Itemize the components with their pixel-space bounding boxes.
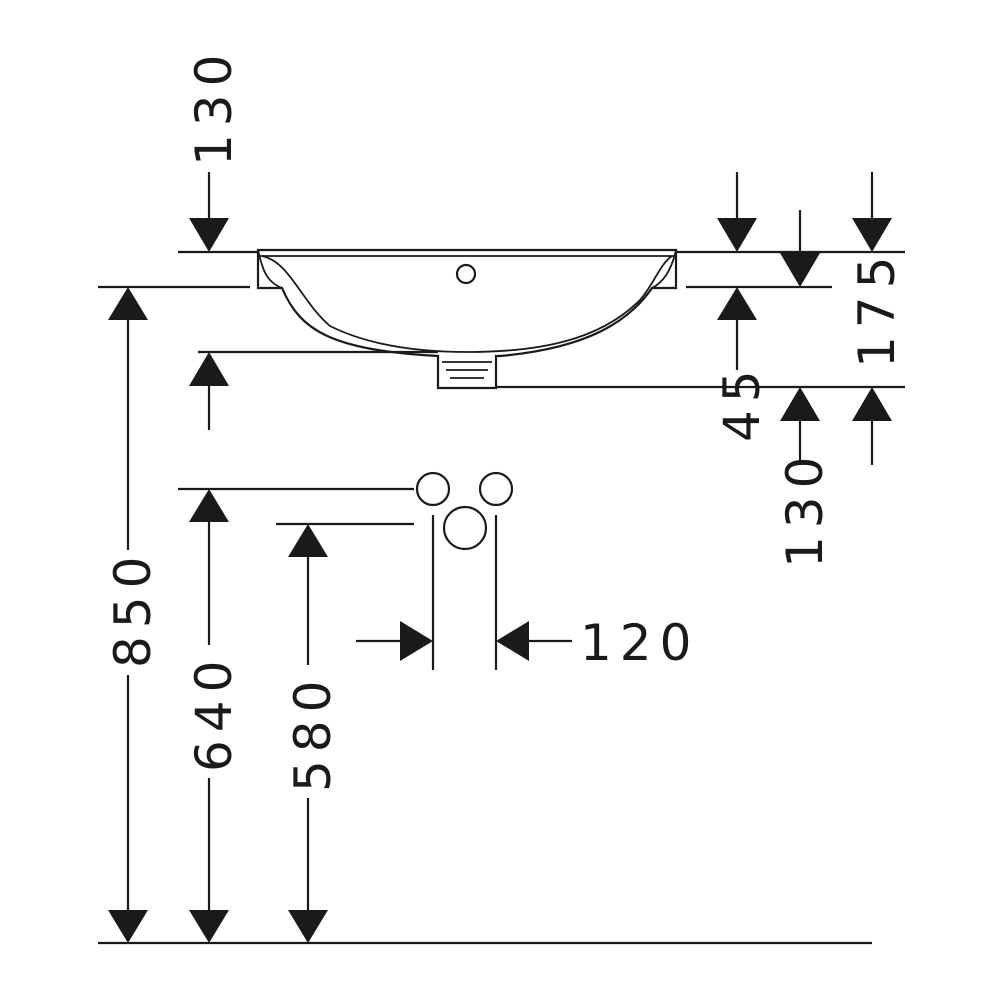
dim-640-arrow-bottom [189, 910, 229, 943]
dim-640-label: 640 [185, 653, 243, 772]
dimension-130-right: 130 [776, 210, 834, 568]
dim-120-arrow-left [400, 621, 433, 661]
dim-850-label: 850 [104, 549, 162, 668]
dim-580-arrow-top [288, 524, 328, 557]
dim-130-right-arrow-top [780, 253, 820, 287]
dim-130-top-label: 130 [185, 47, 243, 166]
dim-120-label: 120 [580, 614, 699, 672]
dimension-45: 45 [713, 172, 771, 442]
dim-175-arrow-bottom [852, 387, 892, 421]
waste-circle [442, 505, 488, 551]
dim-130-right-arrow-bottom [780, 387, 820, 421]
dim-130-top-arrow [189, 218, 229, 252]
dim-130-right-label: 130 [776, 449, 834, 568]
dim-45-arrow-top [717, 218, 757, 252]
dim-175-arrow-top [852, 218, 892, 252]
reference-lines [98, 250, 905, 945]
dim-580-arrow-bottom [288, 910, 328, 943]
dim-45-label: 45 [713, 362, 771, 442]
dimension-120: 120 [356, 614, 699, 672]
dimension-130-top: 130 [185, 47, 243, 430]
waste-outlet [442, 361, 492, 379]
basin-right-rim [651, 249, 677, 289]
basin-left-rim [257, 249, 283, 289]
dim-850-arrow-bottom [108, 910, 148, 943]
washbasin-profile [256, 248, 678, 390]
dimension-580: 580 [284, 524, 342, 943]
connection-points [415, 471, 514, 670]
supply-right-circle [478, 471, 514, 507]
dim-175-label: 175 [848, 249, 906, 368]
dimension-175: 175 [848, 172, 906, 465]
dimension-640: 640 [185, 489, 243, 943]
basin-inner-line [261, 255, 673, 353]
dim-640-arrow-top [189, 489, 229, 522]
basin-outer-outline [256, 248, 678, 390]
supply-left-circle [415, 471, 451, 507]
dim-130-bottom-arrow [189, 352, 229, 386]
dim-45-arrow-bottom [717, 287, 757, 320]
tap-hole [455, 263, 477, 285]
dim-580-label: 580 [284, 673, 342, 792]
dim-120-arrow-right [496, 621, 529, 661]
dimension-850: 850 [104, 287, 162, 943]
dim-850-arrow-top [108, 287, 148, 320]
